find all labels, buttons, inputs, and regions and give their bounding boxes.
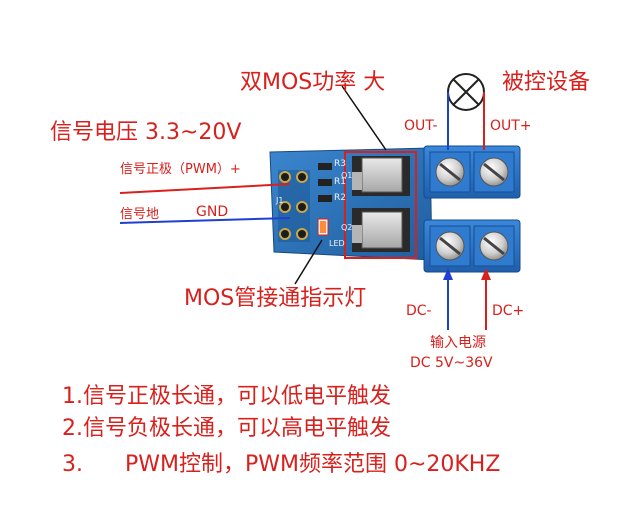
- lamp-icon: [447, 73, 485, 111]
- silk-j1: J1: [276, 196, 284, 205]
- silk-q2: Q2: [341, 223, 353, 232]
- label-gnd: GND: [196, 204, 229, 220]
- terminal-block-dc: [423, 219, 521, 273]
- leader-mos-power: [341, 85, 387, 151]
- mosfet-q2: [352, 208, 410, 252]
- silk-r2: R2: [334, 193, 346, 203]
- label-input-power: 输入电源: [430, 335, 486, 351]
- resistor-r3: [318, 163, 332, 170]
- silk-r1: R1: [334, 177, 346, 187]
- silk-led: LED: [329, 239, 345, 248]
- label-dc-minus: DC-: [406, 303, 432, 319]
- label-signal-ground: 信号地: [120, 207, 160, 222]
- header-pins: [278, 170, 310, 242]
- resistor-r2: [318, 195, 332, 202]
- label-input-range: DC 5V~36V: [410, 355, 493, 371]
- label-signal-voltage: 信号电压 3.3~20V: [50, 120, 242, 145]
- label-signal-positive: 信号正极（PWM）+: [120, 162, 241, 177]
- resistor-r1: [318, 179, 332, 186]
- note-1: 1.信号正极长通，可以低电平触发: [62, 384, 391, 409]
- wire-signal-positive: [119, 183, 291, 194]
- silk-r3: R3: [334, 159, 346, 169]
- mosfet-highlight-box: [344, 151, 417, 259]
- label-dc-plus: DC+: [492, 303, 525, 319]
- mosfet-q1: [352, 156, 410, 196]
- silk-q1: Q1: [341, 171, 353, 180]
- leader-led: [294, 239, 323, 285]
- label-mos-led: MOS管接通指示灯: [184, 286, 367, 311]
- label-out-minus: OUT-: [404, 118, 438, 134]
- note-2: 2.信号负极长通，可以高电平触发: [62, 416, 391, 441]
- label-controlled-device: 被控设备: [502, 70, 591, 95]
- label-mos-power: 双MOS功率 大: [240, 70, 386, 95]
- note-3: 3. PWM控制，PWM频率范围 0~20KHZ: [62, 452, 501, 477]
- label-out-plus: OUT+: [490, 118, 532, 134]
- wire-signal-ground: [119, 217, 291, 224]
- terminal-block-out: [423, 145, 521, 199]
